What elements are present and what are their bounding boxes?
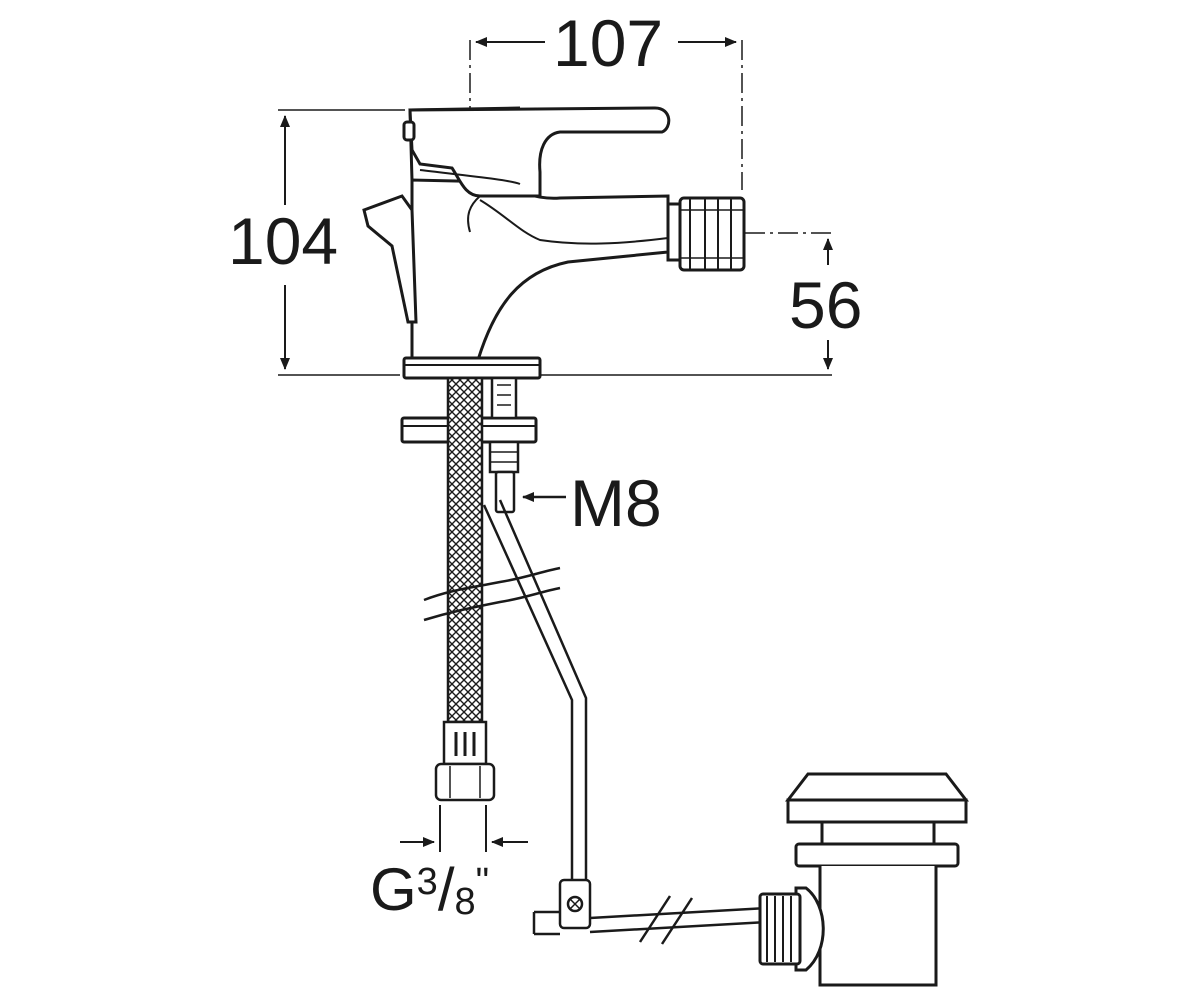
hose-connection-numerator: 3 [416, 861, 438, 903]
spout-nozzle [666, 196, 746, 272]
spout-height-dimension-lines [540, 232, 833, 376]
hose-connection-inch-mark: " [475, 861, 490, 903]
spout-height-dimension-label: 56 [789, 268, 863, 342]
hose-connection-dimension-lines [400, 805, 528, 852]
hose-connection-denominator: 8 [454, 881, 476, 923]
height-dimension-label: 104 [228, 204, 339, 278]
length-break-symbol [423, 566, 694, 945]
hose-connection-label: G3/8" [370, 860, 490, 923]
hose-connection-slash: / [437, 856, 455, 923]
threaded-stud [488, 376, 566, 514]
thread-size-label: M8 [570, 466, 662, 540]
pop-up-rod [482, 499, 769, 936]
pop-up-knob [362, 194, 418, 324]
width-dimension-label: 107 [553, 6, 664, 80]
braided-hose [434, 376, 496, 802]
hose-connection-letter: G [370, 856, 417, 923]
pop-up-waste [758, 772, 970, 987]
lever-handle [402, 106, 671, 198]
height-dimension-lines [278, 109, 405, 376]
